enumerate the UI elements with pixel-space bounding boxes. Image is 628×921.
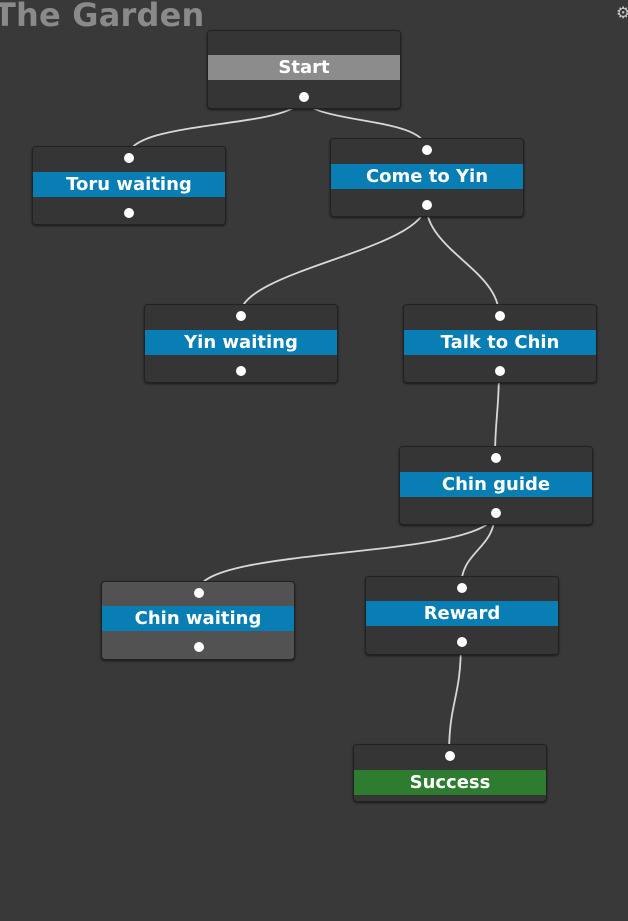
node-label: Toru waiting [33,172,225,197]
input-port[interactable] [445,751,455,761]
output-port[interactable] [194,642,204,652]
input-port[interactable] [124,153,134,163]
node-talk-to-chin[interactable]: Talk to Chin [403,304,597,383]
gear-icon[interactable]: ⚙ [616,3,628,22]
input-port[interactable] [236,311,246,321]
edge-come-to-yin-yin-waiting [239,203,427,316]
edge-talk-to-chin-chin-guide [494,369,500,458]
node-toru-waiting[interactable]: Toru waiting [32,146,226,225]
node-chin-waiting[interactable]: Chin waiting [101,581,295,660]
output-port[interactable] [299,92,309,102]
node-label: Chin guide [400,472,592,497]
output-port[interactable] [236,366,246,376]
node-label: Yin waiting [145,330,337,355]
node-yin-waiting[interactable]: Yin waiting [144,304,338,383]
edge-come-to-yin-talk-to-chin [425,203,500,316]
node-success[interactable]: Success [353,744,547,802]
node-label: Success [354,770,546,795]
input-port[interactable] [422,145,432,155]
output-port[interactable] [457,637,467,647]
input-port[interactable] [457,583,467,593]
input-port[interactable] [194,588,204,598]
node-label: Start [208,55,400,80]
node-reward[interactable]: Reward [365,576,559,655]
output-port[interactable] [124,208,134,218]
edge-reward-success [448,640,462,756]
output-port[interactable] [491,508,501,518]
node-chin-guide[interactable]: Chin guide [399,446,593,525]
input-port[interactable] [495,311,505,321]
node-label: Reward [366,601,558,626]
node-start[interactable]: Start [207,30,401,109]
output-port[interactable] [422,200,432,210]
output-port[interactable] [495,366,505,376]
graph-title: The Garden [0,0,205,34]
edge-chin-guide-chin-waiting [197,511,496,593]
node-come-to-yin[interactable]: Come to Yin [330,138,524,217]
node-label: Talk to Chin [404,330,596,355]
node-label: Come to Yin [331,164,523,189]
input-port[interactable] [491,453,501,463]
node-label: Chin waiting [102,606,294,631]
